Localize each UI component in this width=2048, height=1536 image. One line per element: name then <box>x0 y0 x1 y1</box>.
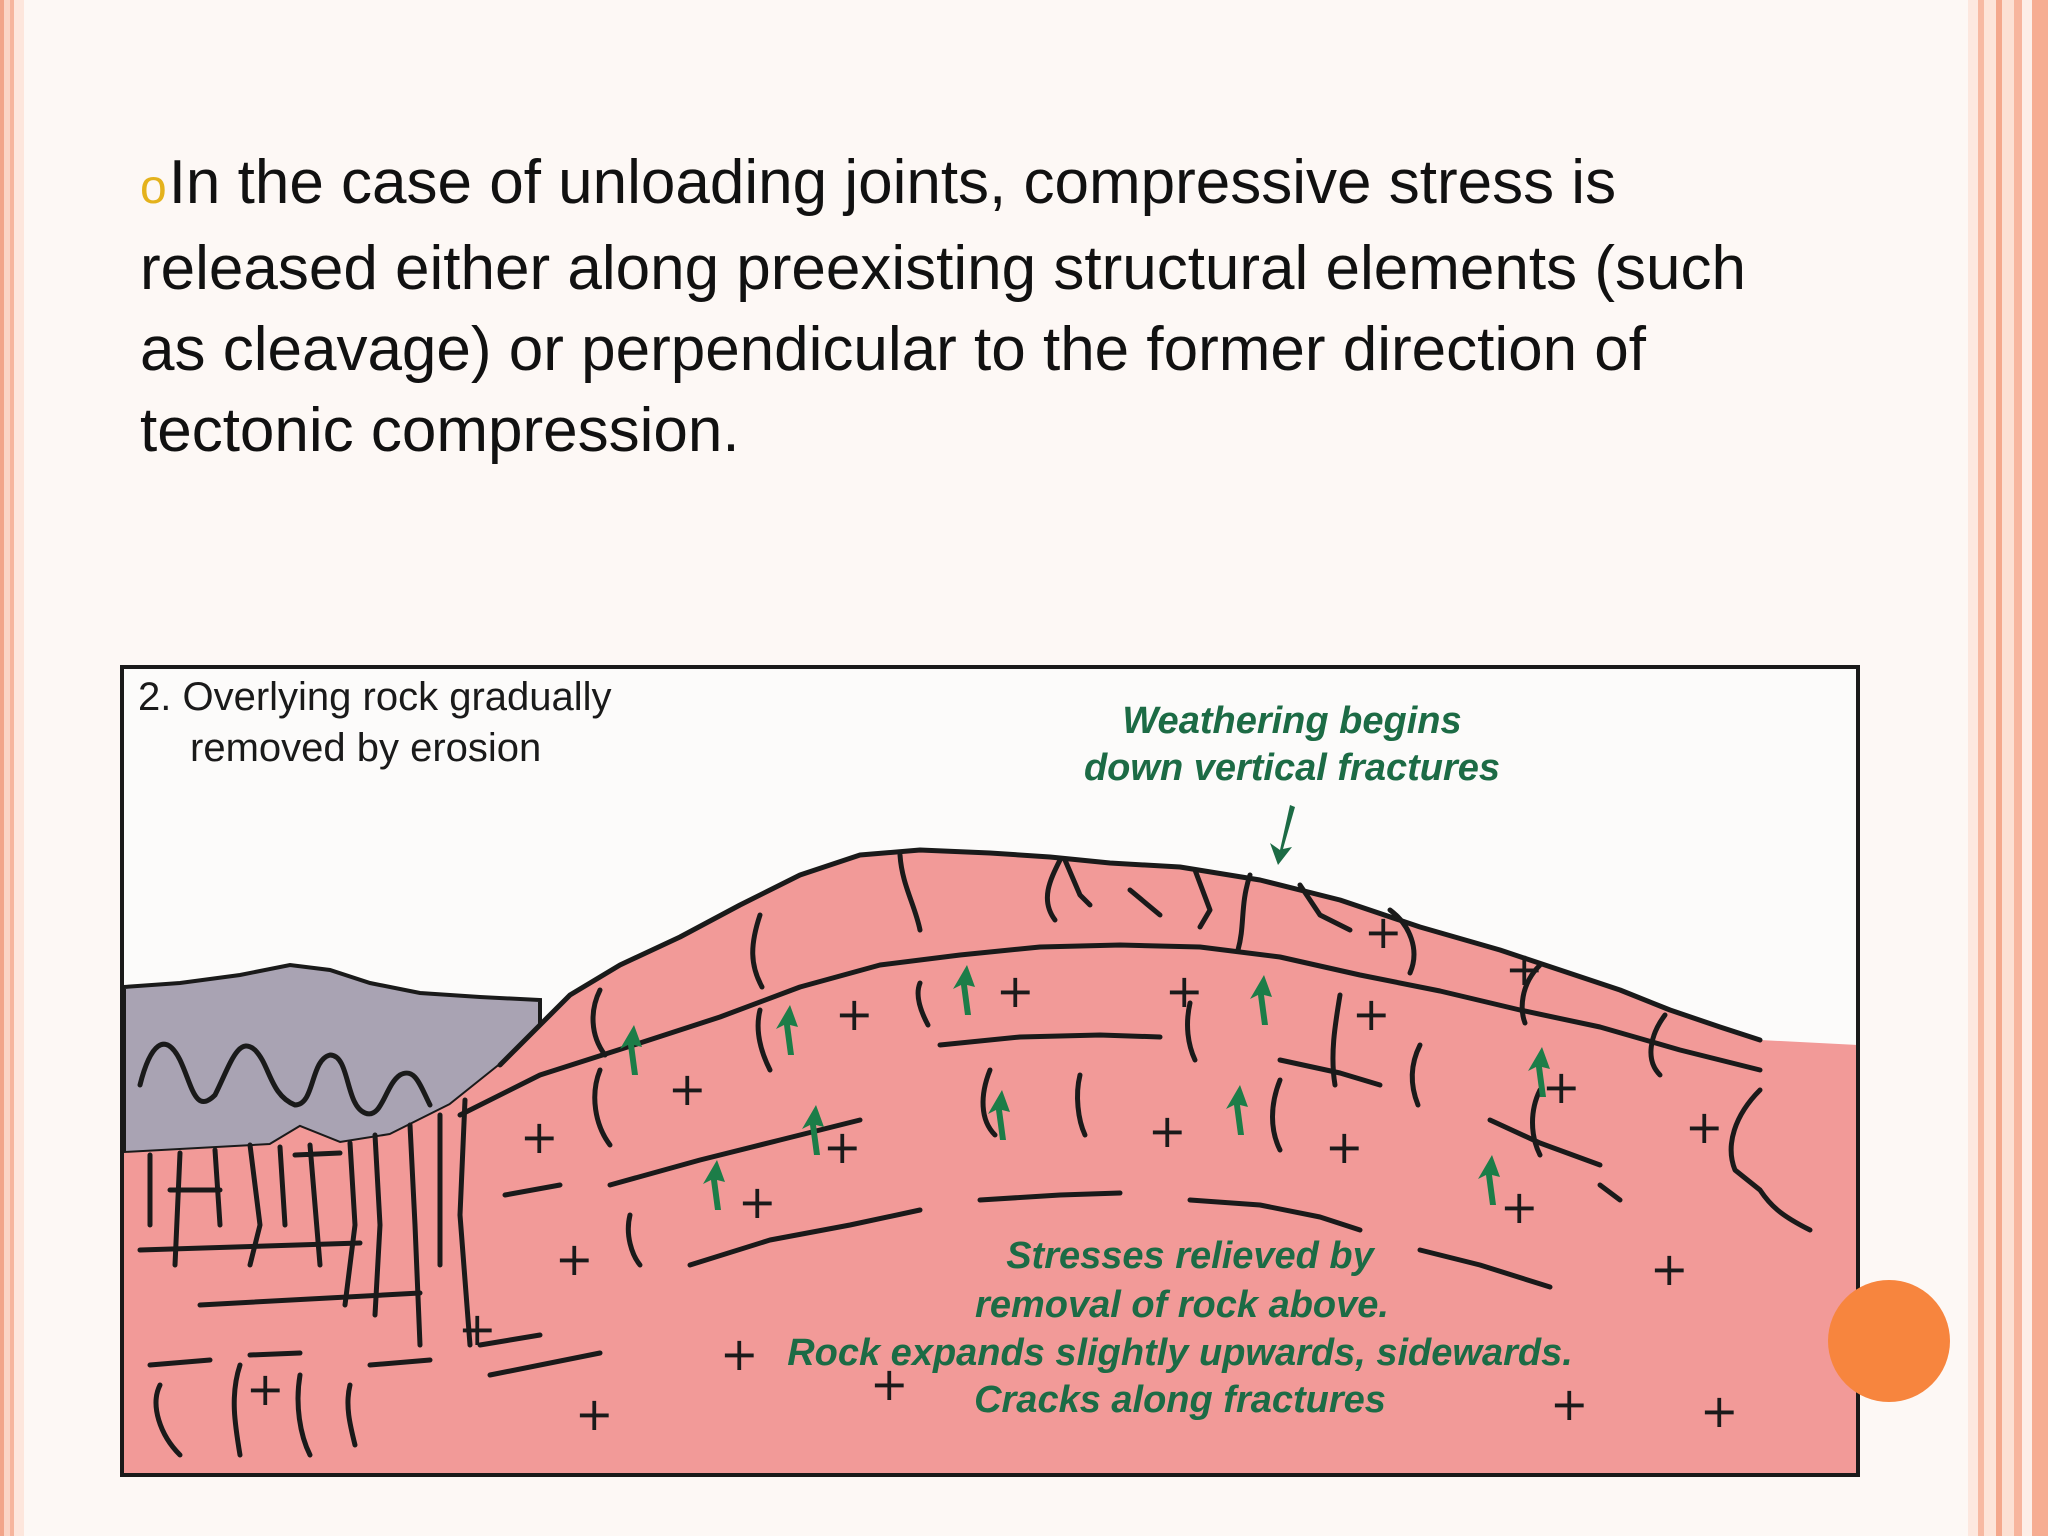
exfoliation-sheet-1 <box>457 942 1763 1118</box>
plus-sign: + <box>668 1062 707 1116</box>
surface-line <box>497 847 1763 1068</box>
fracture-12 <box>1597 1182 1623 1203</box>
up-arrow <box>1250 975 1272 1025</box>
joint-2 <box>750 912 765 990</box>
plus-sign: + <box>575 1387 614 1441</box>
plus-sign: + <box>870 1357 909 1411</box>
crest-blocks <box>1062 857 1353 933</box>
plus-sign: + <box>555 1232 594 1286</box>
stress-label-line4: Cracks along fractures <box>974 1379 1386 1421</box>
joint-7 <box>1519 962 1543 1026</box>
unloading-joints-diagram: + + + + + + + + + + + + + + + + + + + + … <box>120 665 1860 1477</box>
slide-left-border <box>0 0 24 1536</box>
plus-sign: + <box>720 1327 759 1381</box>
up-arrow <box>802 1105 824 1155</box>
plus-sign: + <box>1685 1100 1724 1154</box>
exfoliation-sheet-3b <box>977 1190 1123 1203</box>
upward-arrows <box>620 965 1550 1210</box>
fracture-13 <box>625 1212 643 1268</box>
up-arrow <box>1226 1085 1248 1135</box>
bullet-paragraph: oIn the case of unloading joints, compre… <box>140 142 1800 471</box>
plus-sign: + <box>823 1120 862 1174</box>
joint-4 <box>1044 857 1063 923</box>
plus-sign: + <box>1505 942 1544 996</box>
exfoliation-sheet-2c <box>1277 1057 1383 1088</box>
plus-signs: + + + + + + + + + + + + + + + + + + + + … <box>246 905 1739 1441</box>
up-arrow <box>1478 1155 1500 1205</box>
step-label-line1: 2. Overlying rock gradually <box>138 675 612 719</box>
joint-6 <box>1387 907 1417 976</box>
fracture-11 <box>1728 1087 1813 1233</box>
fracture-9 <box>1270 1077 1283 1153</box>
stress-label-line2: removal of rock above. <box>975 1284 1389 1326</box>
plus-sign: + <box>1500 1180 1539 1234</box>
up-arrow <box>988 1090 1010 1140</box>
fracture-4 <box>1185 1000 1198 1063</box>
fracture-10 <box>1530 1087 1543 1158</box>
left-horizontal-joints <box>137 1182 603 1378</box>
weathering-pointer-arrow <box>1270 805 1295 865</box>
fracture-1 <box>592 1067 613 1148</box>
plus-sign: + <box>1700 1384 1739 1438</box>
plus-sign: + <box>1148 1104 1187 1158</box>
up-arrow <box>1528 1047 1550 1097</box>
weathering-label-line1: Weathering begins <box>1122 700 1461 742</box>
plus-sign: + <box>458 1302 497 1356</box>
up-arrow <box>703 1160 725 1210</box>
exfoliation-sheet-2a <box>607 1117 863 1188</box>
decorative-orange-circle <box>1828 1280 1950 1402</box>
exfoliation-sheet-2b <box>937 1032 1163 1048</box>
plus-sign: + <box>1650 1242 1689 1296</box>
joint-8 <box>1648 1012 1668 1078</box>
bullet-text: In the case of unloading joints, compres… <box>140 148 1746 465</box>
weathering-label-line2: down vertical fractures <box>1084 747 1500 789</box>
plus-sign: + <box>996 964 1035 1018</box>
fracture-3 <box>915 980 931 1028</box>
fracture-5 <box>1330 992 1343 1088</box>
fracture-8 <box>1075 1072 1088 1138</box>
plus-sign: + <box>1542 1060 1581 1114</box>
diagram-frame <box>120 665 1860 1477</box>
exfoliation-sheet-3a <box>687 1207 923 1268</box>
plus-sign: + <box>1352 987 1391 1041</box>
joint-1 <box>590 987 608 1058</box>
plus-sign: + <box>1165 964 1204 1018</box>
plus-sign: + <box>246 1362 285 1416</box>
up-arrow <box>776 1005 798 1055</box>
left-joint-set <box>147 1097 473 1348</box>
step-label-line2: removed by erosion <box>190 726 541 770</box>
pink-rock-body <box>124 850 1858 1475</box>
fracture-2 <box>755 1007 773 1073</box>
exfoliation-sheet-3e <box>1487 1117 1603 1168</box>
joint-5 <box>1235 872 1253 953</box>
left-lower-joints <box>153 1362 358 1458</box>
plus-sign: + <box>1550 1377 1589 1431</box>
exfoliation-sheet-3d <box>1417 1247 1553 1290</box>
plus-sign: + <box>1364 905 1403 959</box>
plus-sign: + <box>835 987 874 1041</box>
exfoliation-sheet-3c <box>1187 1197 1363 1233</box>
up-arrow <box>620 1025 642 1075</box>
joint-3 <box>897 852 923 933</box>
plus-sign: + <box>738 1175 777 1229</box>
up-arrow <box>953 965 975 1015</box>
plus-sign: + <box>520 1110 559 1164</box>
plus-sign: + <box>1325 1120 1364 1174</box>
fold-lines <box>137 1041 433 1117</box>
stress-label-line3: Rock expands slightly upwards, sidewards… <box>787 1332 1573 1374</box>
fracture-6 <box>1409 1042 1423 1108</box>
bullet-icon: o <box>140 161 167 214</box>
slide-right-border <box>1968 0 2048 1536</box>
stress-label-line1: Stresses relieved by <box>1006 1235 1375 1277</box>
fracture-7 <box>980 1067 998 1138</box>
diagram-svg: + + + + + + + + + + + + + + + + + + + + … <box>120 665 1860 1477</box>
